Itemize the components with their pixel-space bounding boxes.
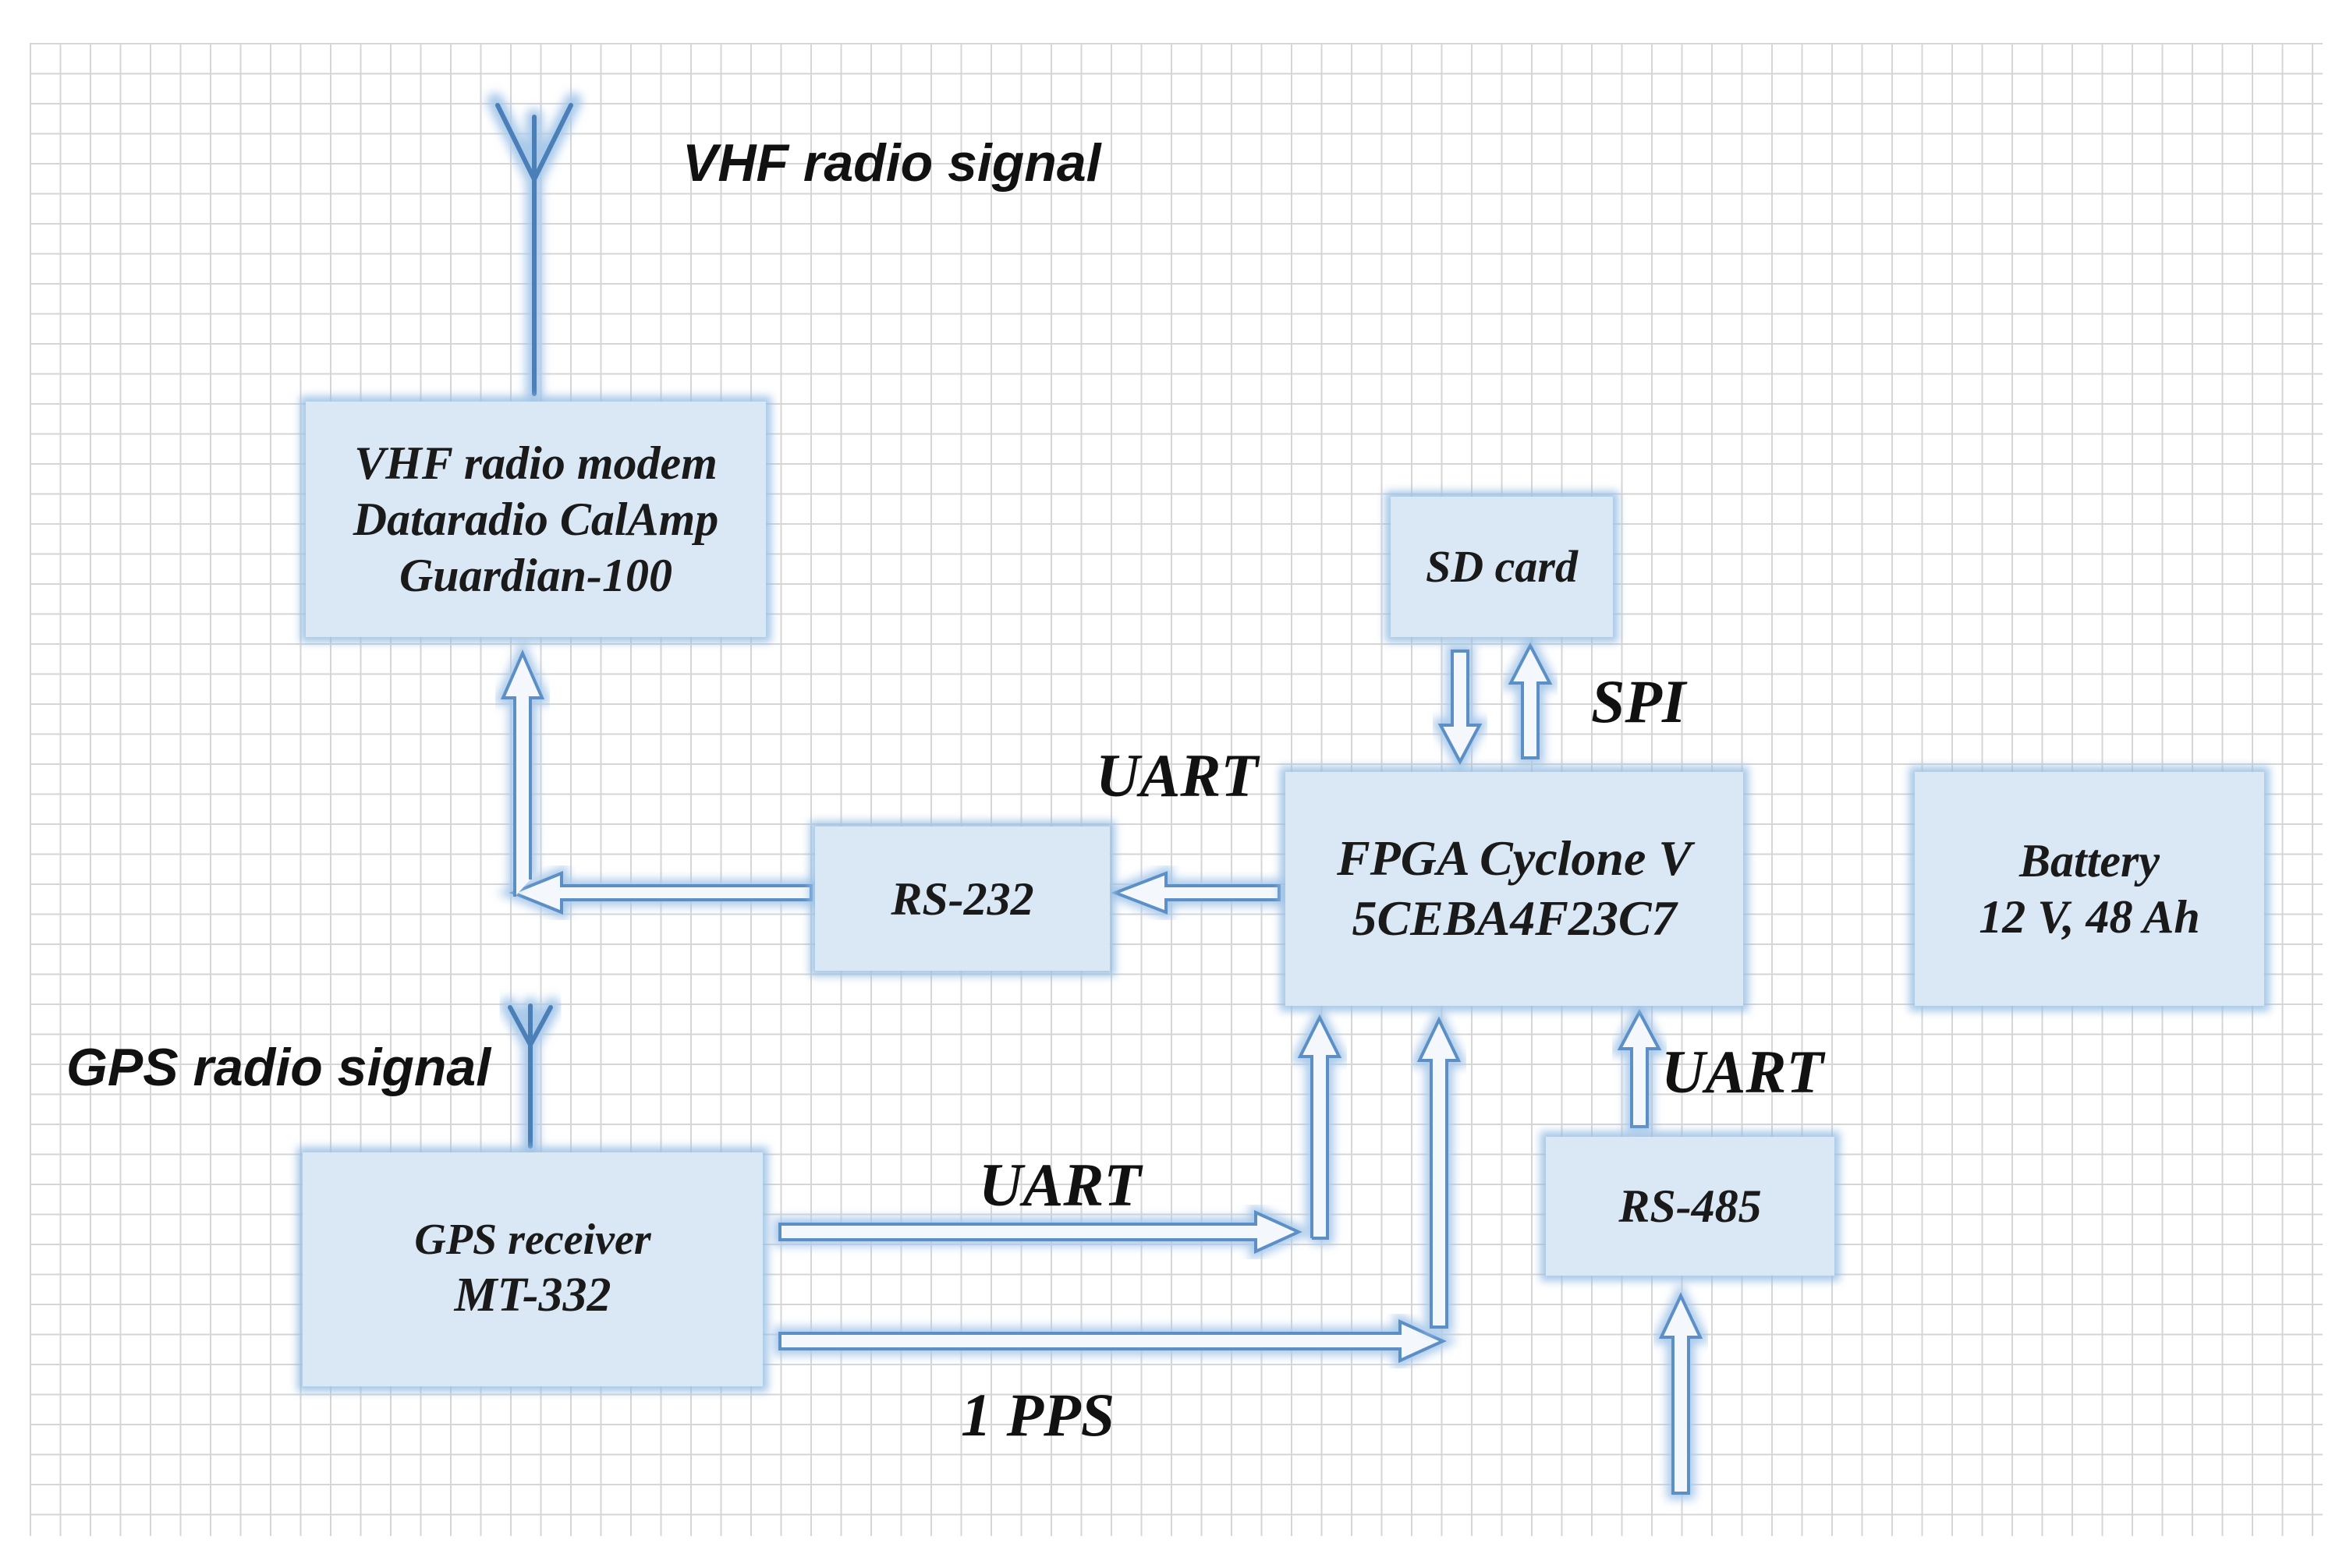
sd-card-block: SD card [1391,497,1613,637]
battery-block: Battery 12 V, 48 Ah [1915,772,2264,1006]
gps-receiver-line-2: MT-332 [454,1269,611,1322]
arrow-fpga-to-sd-card [1430,645,1490,776]
gps-receiver-block: GPS receiver MT-332 [303,1152,763,1386]
vhf-modem-line-3: Guardian-100 [399,550,673,601]
arrow-rs232-to-vhf-modem [493,638,817,922]
fpga-line-1: FPGA Cyclone V [1336,830,1692,887]
arrow-gps-uart-to-fpga [774,1003,1349,1262]
rs232-label: RS-232 [891,872,1034,925]
vhf-modem-block: VHF radio modem Dataradio CalAmp Guardia… [306,402,766,637]
uart-rs485-label: UART [1661,1038,1824,1106]
vhf-modem-line-2: Dataradio CalAmp [353,494,719,545]
arrow-gps-pps-to-fpga [774,1005,1469,1371]
arrow-rs485-to-fpga [1609,998,1670,1133]
vhf-signal-label: VHF radio signal [682,133,1101,193]
fpga-block: FPGA Cyclone V 5CEBA4F23C7 [1285,772,1743,1006]
battery-line-2: 12 V, 48 Ah [1979,891,2200,943]
fpga-line-2: 5CEBA4F23C7 [1352,890,1677,946]
rs485-label: RS-485 [1618,1180,1762,1232]
rs232-block: RS-232 [815,826,1110,971]
vhf-modem-line-1: VHF radio modem [354,437,718,489]
uart-gps-label: UART [979,1151,1142,1219]
battery-line-1: Battery [2019,835,2160,887]
arrow-fpga-to-rs232 [1097,864,1285,922]
arrow-input-to-rs485 [1651,1281,1710,1499]
vhf-antenna-icon [487,93,582,402]
rs485-block: RS-485 [1546,1137,1834,1276]
spi-label: SPI [1591,667,1686,735]
gps-receiver-line-1: GPS receiver [414,1216,651,1265]
pps-label: 1 PPS [961,1381,1115,1449]
arrow-sd-card-to-fpga [1500,632,1561,764]
gps-signal-label: GPS radio signal [66,1038,491,1097]
sd-card-label: SD card [1426,541,1578,593]
uart-rs232-label: UART [1096,742,1259,809]
gps-antenna-icon [500,997,561,1155]
